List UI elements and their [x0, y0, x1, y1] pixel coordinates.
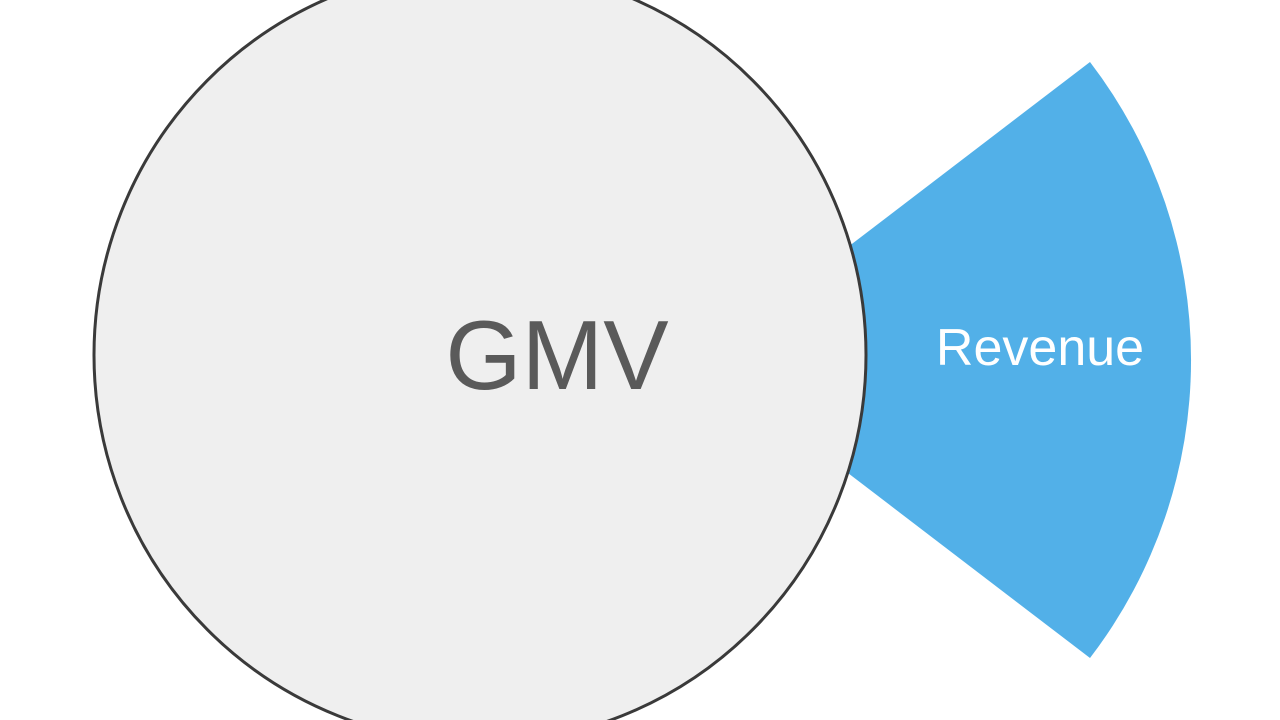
gmv-circle [92, 0, 868, 720]
revenue-wedge [700, 62, 1192, 658]
revenue-label: Revenue [936, 319, 1144, 377]
gmv-label: GMV [445, 300, 668, 410]
